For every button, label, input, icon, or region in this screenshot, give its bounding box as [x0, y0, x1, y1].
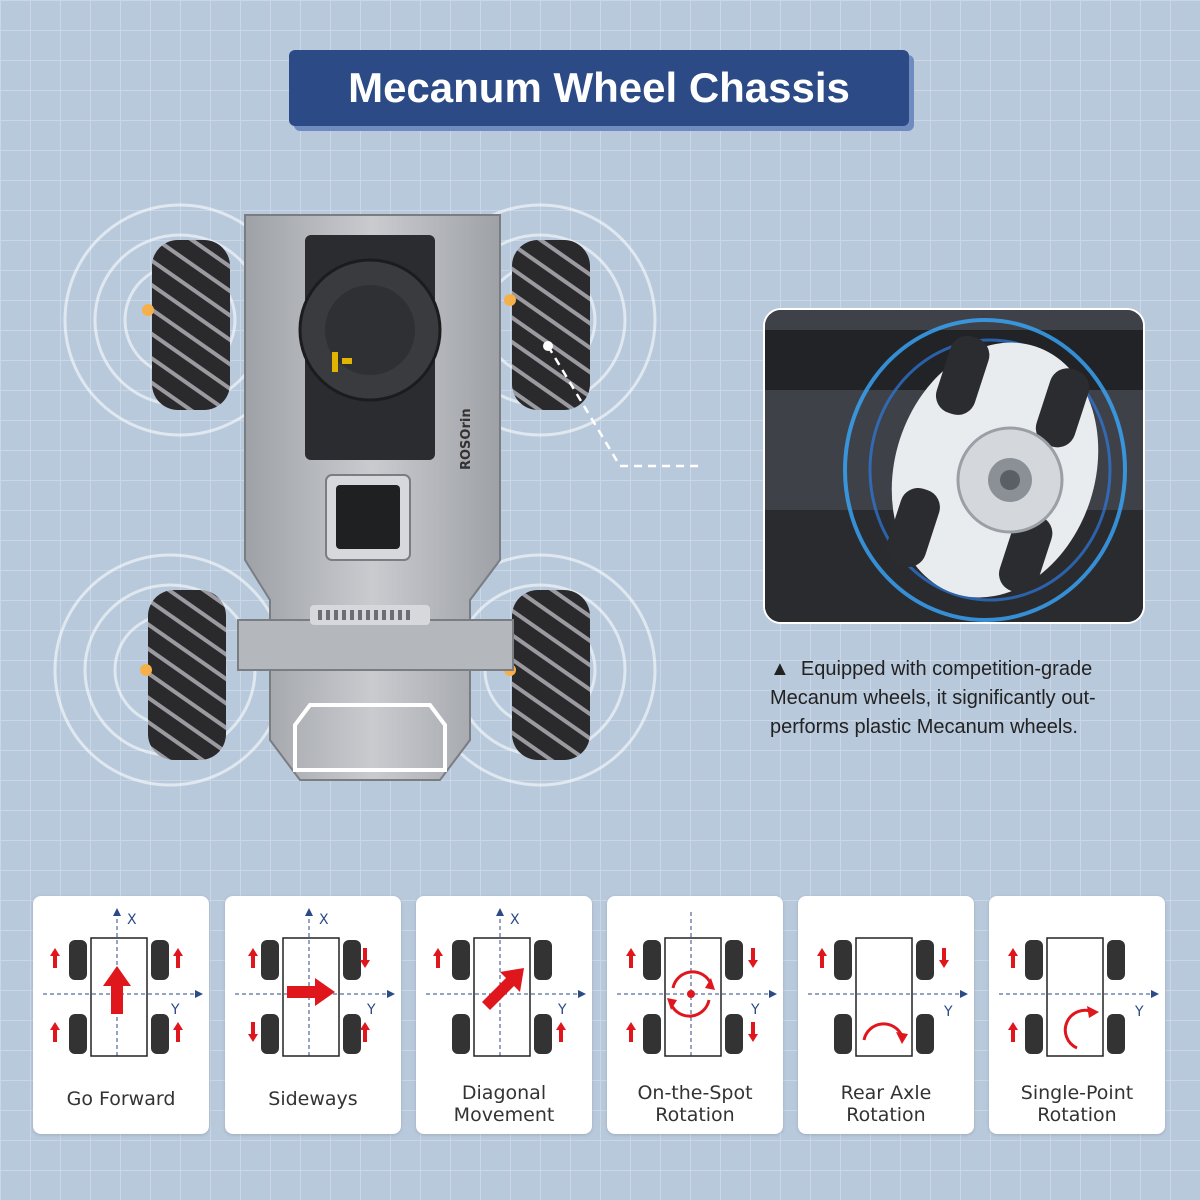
callout-line — [546, 345, 700, 468]
on-the-spot-diagram: Y — [617, 912, 777, 1057]
robot-brand-label: ROSOrin — [459, 408, 474, 470]
mecanum-wheels — [140, 240, 590, 760]
svg-text:Y: Y — [1134, 1004, 1144, 1020]
svg-text:Y: Y — [366, 1002, 376, 1018]
page-title: Mecanum Wheel Chassis — [348, 64, 850, 111]
go-forward-diagram: X Y — [43, 908, 203, 1057]
svg-text:X: X — [510, 912, 520, 928]
svg-text:X: X — [319, 912, 329, 928]
motion-card-go-forward: X Y Go Forward — [33, 896, 209, 1134]
triangle-icon: ▲ — [770, 658, 790, 680]
sideways-diagram: X Y — [235, 908, 395, 1057]
wheel-closeup-photo — [763, 308, 1145, 624]
svg-text:Y: Y — [943, 1004, 953, 1020]
robot-top-view: ROSOrin — [53, 203, 700, 787]
vent-grille — [310, 605, 430, 625]
single-point-diagram: Y — [999, 937, 1159, 1057]
svg-text:X: X — [127, 912, 137, 928]
svg-text:Y: Y — [750, 1002, 760, 1018]
fan-icon — [336, 485, 400, 549]
svg-text:Y: Y — [557, 1002, 567, 1018]
wheel-caption: ▲ Equipped with competition-grade Mecanu… — [770, 655, 1150, 742]
svg-text:Y: Y — [170, 1002, 180, 1018]
motion-card-sideways: X Y Sideways — [225, 896, 401, 1134]
diagonal-diagram: X Y — [426, 908, 586, 1057]
caption-text: Equipped with competition-grade Mecanum … — [770, 658, 1096, 738]
title-banner: Mecanum Wheel Chassis — [289, 50, 909, 126]
card-label: Sideways — [268, 1088, 358, 1110]
card-label: Go Forward — [66, 1088, 176, 1110]
rear-axle-diagram: Y — [808, 937, 968, 1057]
